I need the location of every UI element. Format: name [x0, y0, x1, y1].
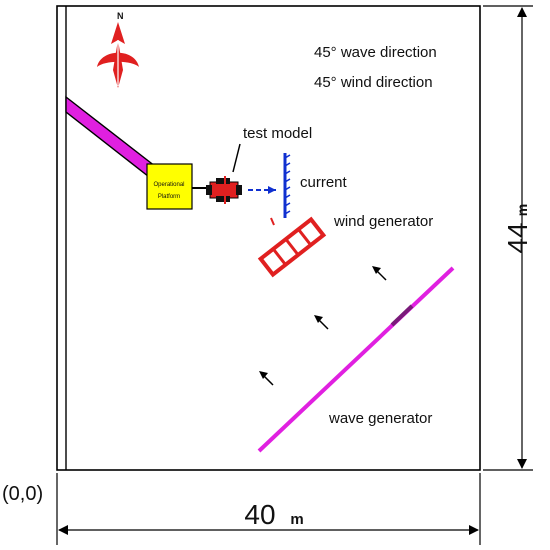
- walkway: [65, 95, 161, 182]
- current-label: current: [300, 174, 348, 191]
- height-dimension-value: 44: [502, 222, 533, 253]
- operational-platform: Operational Platform: [146, 163, 193, 210]
- arrow-up-left-icon: [372, 266, 387, 281]
- arrow-up-left-icon: [259, 371, 274, 386]
- current-generator: [248, 153, 291, 218]
- width-dimension-unit: m: [290, 511, 303, 528]
- basin-outline: [56, 5, 481, 471]
- test-model: [192, 176, 242, 204]
- test-model-label: test model: [243, 125, 312, 142]
- wind-generator-label: wind generator: [333, 213, 433, 230]
- wind-direction-label: 45° wind direction: [314, 74, 433, 91]
- origin-label: (0,0): [2, 483, 43, 505]
- wind-generator: [257, 216, 327, 278]
- wave-generator: [257, 266, 455, 453]
- wave-arrows: [259, 266, 387, 386]
- width-dimension: 40 m: [56, 473, 481, 545]
- arrow-up-left-icon: [314, 315, 329, 330]
- wave-direction-label: 45° wave direction: [314, 44, 437, 61]
- height-dimension-unit: m: [514, 204, 530, 216]
- platform-label-line1: Operational: [153, 182, 184, 188]
- wind-generator-marker: [270, 217, 275, 226]
- wave-generator-label: wave generator: [328, 410, 432, 427]
- test-model-leader: [232, 143, 241, 173]
- platform-label-line2: Platform: [158, 194, 180, 200]
- height-dimension: 44 m: [483, 5, 533, 471]
- width-dimension-value: 40: [244, 499, 275, 530]
- north-arrow-icon: N: [97, 11, 139, 88]
- compass-letter: N: [117, 11, 124, 21]
